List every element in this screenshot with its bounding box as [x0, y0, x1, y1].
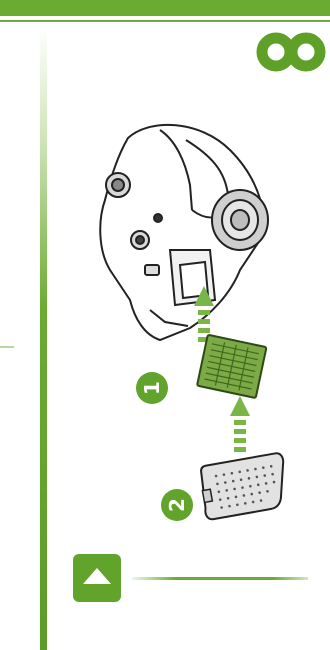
back-to-top-button[interactable]: [73, 554, 121, 602]
insert-cover-arrow-lower: [230, 396, 250, 452]
header-divider-gap: [0, 16, 330, 20]
nav-divider-line: [132, 577, 308, 580]
header-bar: [0, 0, 330, 16]
page-vertical-rule: [40, 28, 47, 650]
triangle-up-icon: [83, 568, 111, 584]
callout-1-badge: 1: [136, 372, 168, 404]
step-number: 8: [256, 24, 326, 84]
hose-connector-drawing: [211, 189, 269, 251]
vacuum-cleaner-drawing: [99, 123, 269, 342]
filter-replacement-illustration: [99, 123, 285, 521]
header-divider: [0, 20, 330, 22]
filter-cartridge-drawing: [196, 334, 268, 399]
filter-cover-grill-drawing: [200, 452, 285, 521]
step-number-8-glyph: [256, 32, 326, 72]
insert-filter-arrow-upper: [194, 286, 214, 342]
callout-2-badge: 2: [161, 489, 193, 521]
left-margin-line: [0, 346, 14, 348]
